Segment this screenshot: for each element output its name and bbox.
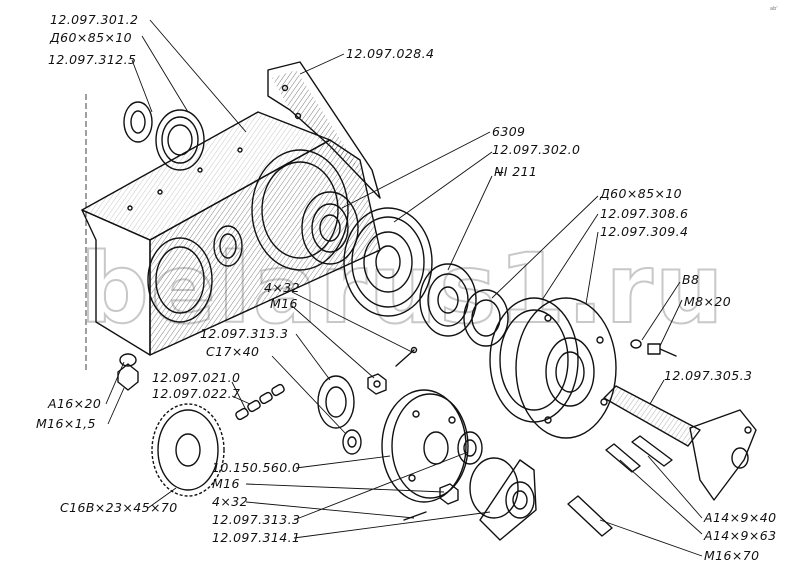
seal-right <box>463 289 509 347</box>
corner-mark: ab' <box>770 6 778 12</box>
bearing-211 <box>419 263 477 337</box>
label-sprocket: С16В×23×45×70 <box>60 500 178 515</box>
chain-links <box>235 383 285 421</box>
label-pin-bottom: 4×32 <box>212 494 248 509</box>
label-chain-021: 12.097.021.0 <box>152 370 240 385</box>
label-key-a14-40: А14×9×40 <box>703 510 776 525</box>
bracket-part <box>267 61 381 199</box>
label-pin-top: 4×32 <box>264 280 300 295</box>
washer-small <box>342 429 362 455</box>
gear-302 <box>343 207 433 317</box>
bolt-m16x1-5 <box>117 353 139 391</box>
top-bushing <box>123 101 153 143</box>
ring-c17 <box>317 375 355 429</box>
top-seal <box>155 109 205 171</box>
label-bearing-6309: 6309 <box>492 124 525 139</box>
label-hub-560: 10.150.560.0 <box>212 460 300 475</box>
pin-bottom <box>403 511 427 521</box>
hub-560 <box>381 389 469 503</box>
label-nut-m16-top: М16 <box>270 296 298 311</box>
label-ring-c17: С17×40 <box>206 344 259 359</box>
bushing-bottom <box>457 431 483 465</box>
label-key-a14-63: А14×9×63 <box>703 528 776 543</box>
sprocket <box>151 403 225 497</box>
label-washer-a16: А16×20 <box>47 396 101 411</box>
label-bushing-313-bottom: 12.097.313.3 <box>212 512 300 527</box>
bolt-m8 <box>647 343 677 357</box>
label-bushing-313-top: 12.097.313.3 <box>200 326 288 341</box>
label-flange-314: 12.097.314.1 <box>212 530 300 545</box>
label-bolt-m16x70: М16×70 <box>704 548 759 563</box>
label-flange-309: 12.097.309.4 <box>600 224 688 239</box>
label-cover-308: 12.097.308.6 <box>600 206 688 221</box>
label-housing-cover: 12.097.301.2 <box>50 12 138 27</box>
label-nut-m16-bottom: М16 <box>212 476 240 491</box>
label-bolt-m8: М8×20 <box>684 294 731 309</box>
nut-m16-top <box>367 373 387 395</box>
bolt-m16x70 <box>567 495 613 537</box>
flange-309 <box>515 297 617 439</box>
label-washer-b8: В8 <box>682 272 699 287</box>
label-bolt-m16x1-5: М16×1,5 <box>36 416 96 431</box>
key-a14-63 <box>605 443 641 473</box>
leader-lines <box>105 19 703 557</box>
label-bracket: 12.097.028.4 <box>346 46 434 61</box>
shaft-305 <box>603 385 757 501</box>
label-shaft-305: 12.097.305.3 <box>664 368 752 383</box>
label-nut-211: N̶I 211 <box>494 164 537 179</box>
label-bushing-top: 12.097.312.5 <box>48 52 136 67</box>
bearing-6309 <box>301 191 359 265</box>
nut-m16-bottom <box>439 483 459 505</box>
flange-314 <box>469 457 537 541</box>
label-gear-302: 12.097.302.0 <box>492 142 580 157</box>
pin-top <box>395 346 418 367</box>
label-seal-top: Д60×85×10 <box>49 30 132 45</box>
washer-b8 <box>630 339 642 349</box>
label-chain-022: 12.097.022.7 <box>152 386 240 401</box>
label-seal-right: Д60×85×10 <box>599 186 682 201</box>
key-a14-40 <box>631 435 673 467</box>
